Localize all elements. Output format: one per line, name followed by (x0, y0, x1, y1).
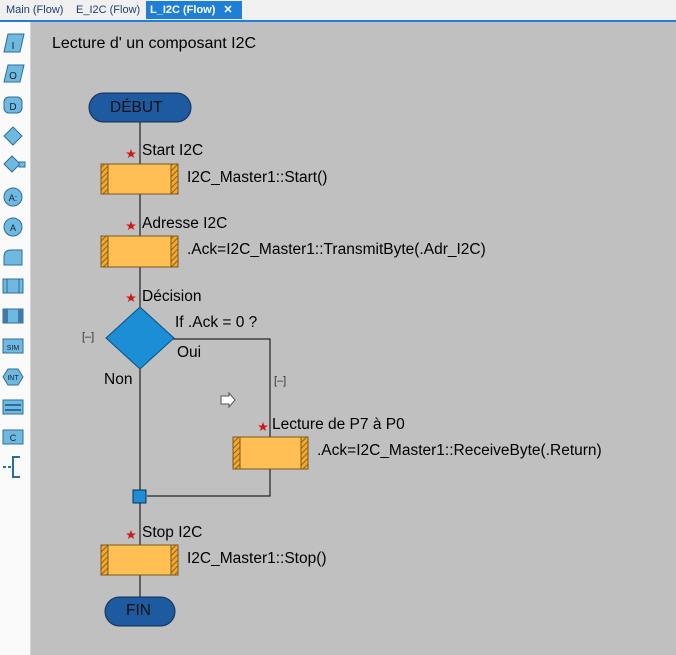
svg-text:A: A (10, 223, 16, 233)
svg-text:A:: A: (9, 193, 18, 203)
flowchart-canvas[interactable]: Lecture d' un composant I2C (31, 22, 676, 655)
comment-icon[interactable] (2, 399, 24, 415)
icon-palette: I O D A: A (0, 22, 31, 655)
collapse-toggle[interactable]: [–] (274, 375, 287, 387)
decision-condition: If .Ack = 0 ? (175, 314, 258, 331)
end-terminator[interactable] (104, 596, 176, 627)
macro-node-adresse-i2c[interactable] (100, 235, 179, 268)
node-code: .Ack=I2C_Master1::TransmitByte(.Adr_I2C) (187, 241, 486, 258)
collapse-toggle[interactable]: [–] (82, 331, 95, 343)
flow-lines (139, 122, 271, 597)
tab-label: E_I2C (Flow) (76, 4, 141, 16)
merge-point (132, 489, 147, 504)
interrupt-icon[interactable] (3, 249, 23, 266)
tab-main-flow[interactable]: Main (Flow) (2, 1, 67, 19)
input-icon[interactable]: I (3, 33, 25, 53)
flowchart-title: Lecture d' un composant I2C (52, 35, 257, 52)
svg-text:C: C (10, 433, 17, 443)
loop-icon[interactable] (2, 278, 24, 294)
tab-bar: Main (Flow) E_I2C (Flow) L_I2C (Flow) ✕ (0, 0, 676, 22)
decision-label: Décision (142, 288, 202, 305)
star-icon (126, 293, 136, 302)
tab-l-i2c-flow[interactable]: L_I2C (Flow) ✕ (146, 1, 242, 19)
decision-node[interactable] (105, 306, 175, 370)
star-icon (126, 530, 136, 539)
svg-text:I: I (12, 41, 15, 52)
macro-node-lecture[interactable] (232, 436, 309, 470)
svg-text:INT: INT (7, 375, 19, 382)
node-label: Stop I2C (142, 524, 203, 541)
breakpoint-markers (126, 149, 268, 539)
node-label: Start I2C (142, 142, 204, 159)
pointer-arrow-icon (220, 391, 236, 409)
macro-node-start-i2c[interactable] (100, 163, 179, 195)
tab-e-i2c-flow[interactable]: E_I2C (Flow) (72, 1, 144, 19)
start-label: DÉBUT (110, 99, 163, 116)
svg-text:O: O (9, 71, 17, 82)
end-label: FIN (126, 602, 151, 619)
connection-point-icon[interactable] (3, 456, 20, 478)
star-icon (258, 422, 268, 431)
calculation-icon[interactable]: A (3, 217, 23, 237)
switch-icon[interactable] (3, 155, 26, 173)
svg-text:D: D (9, 102, 16, 113)
node-label: Lecture de P7 à P0 (272, 416, 405, 433)
component-macro-icon[interactable] (2, 308, 24, 324)
star-icon (126, 221, 136, 230)
close-icon[interactable]: ✕ (223, 4, 233, 16)
decision-icon[interactable] (3, 126, 23, 146)
tab-label: Main (Flow) (6, 4, 64, 16)
delay-icon[interactable]: D (3, 96, 23, 114)
c-code-icon[interactable]: C (2, 429, 24, 445)
macro-node-stop-i2c[interactable] (100, 544, 179, 576)
node-code: I2C_Master1::Start() (187, 169, 328, 186)
node-label: Adresse I2C (142, 215, 228, 232)
node-code: I2C_Master1::Stop() (187, 550, 327, 567)
star-icon (126, 149, 136, 158)
svg-text:SIM: SIM (7, 345, 20, 352)
simulation-icon[interactable]: SIM (2, 338, 24, 354)
decision-yes-label: Oui (177, 344, 202, 361)
flowchart-diagram (88, 92, 309, 627)
int-icon[interactable]: INT (2, 368, 24, 386)
output-icon[interactable]: O (3, 64, 25, 83)
start-terminator[interactable] (88, 92, 192, 123)
tab-label: L_I2C (Flow) (150, 4, 216, 16)
decision-no-label: Non (104, 371, 133, 388)
macro-assign-icon[interactable]: A: (3, 187, 23, 207)
node-code: .Ack=I2C_Master1::ReceiveByte(.Return) (317, 442, 602, 459)
